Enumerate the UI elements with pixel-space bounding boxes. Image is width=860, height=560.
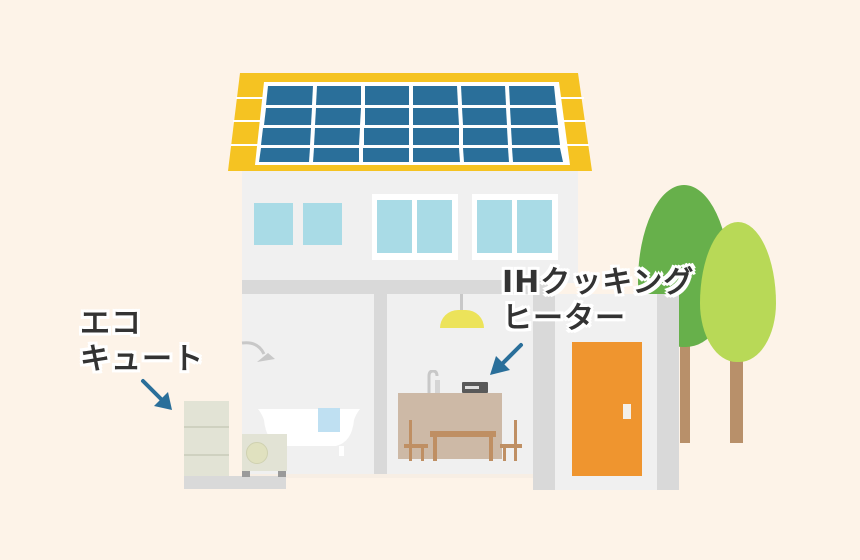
entrance-post-left bbox=[533, 294, 555, 490]
label-ecocute: エコ キュート bbox=[80, 306, 204, 378]
solar-roof bbox=[228, 73, 592, 171]
window-pane bbox=[477, 200, 512, 253]
arrow-ecocute-icon bbox=[141, 379, 172, 410]
entrance-post-right bbox=[657, 294, 679, 490]
ecocute-heat-pump-unit bbox=[242, 434, 287, 471]
faucet-icon bbox=[427, 370, 440, 394]
tree-dark bbox=[680, 340, 690, 443]
dining-set-icon bbox=[404, 420, 522, 461]
window-pane bbox=[417, 200, 452, 253]
label-ih-heater-line2: ヒーター bbox=[502, 301, 626, 336]
arrow-ih-heater-icon bbox=[490, 343, 523, 375]
ecocute-tank-unit bbox=[184, 401, 229, 476]
tree-light bbox=[730, 355, 743, 443]
window-small-right bbox=[303, 203, 342, 245]
front-door bbox=[572, 342, 642, 476]
fan-icon bbox=[246, 442, 268, 464]
label-ih-heater-line1: IHクッキング bbox=[502, 265, 695, 300]
floor-beam bbox=[242, 280, 548, 294]
shower-icon bbox=[241, 341, 275, 362]
interior-post bbox=[374, 294, 387, 476]
lamp-cord bbox=[460, 294, 463, 312]
unit-foot-right bbox=[278, 471, 286, 477]
label-ecocute-line1: エコ bbox=[80, 306, 142, 341]
label-ecocute-line2: キュート bbox=[80, 342, 204, 377]
window-small-left bbox=[254, 203, 293, 245]
door-handle bbox=[623, 404, 631, 419]
label-ih-heater: IHクッキング ヒーター bbox=[502, 265, 694, 337]
floor-base bbox=[242, 474, 538, 478]
lamp-icon bbox=[440, 310, 484, 328]
window-pane bbox=[377, 200, 412, 253]
unit-foot-left bbox=[242, 471, 250, 477]
tree-light-canopy bbox=[700, 222, 776, 362]
solar-panel-grid bbox=[259, 86, 563, 162]
window-pane bbox=[517, 200, 552, 253]
ih-heater-icon bbox=[462, 382, 488, 393]
ecocute-base bbox=[184, 476, 286, 489]
